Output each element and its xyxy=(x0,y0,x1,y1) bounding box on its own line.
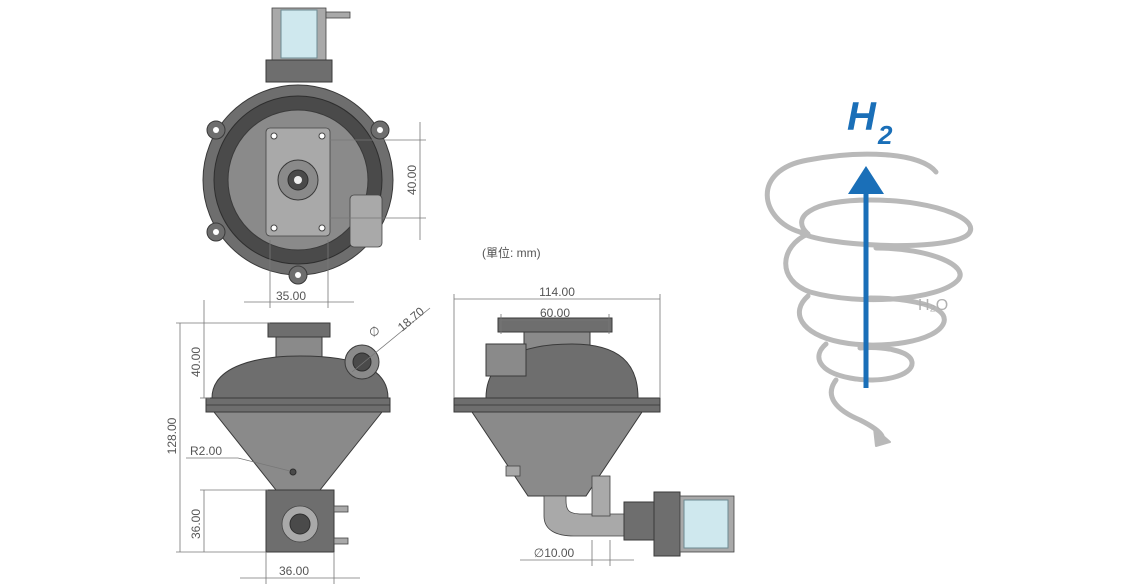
front-view-cone xyxy=(212,411,384,491)
top-view-valve xyxy=(265,7,351,83)
top-view-dim-40-label: 40.00 xyxy=(405,165,419,195)
front-view-radius-callout: R2.00 xyxy=(186,444,291,472)
h2-swirl-graphic: H 2 H₂O xyxy=(764,95,974,447)
front-view-dome xyxy=(211,355,389,399)
top-view-outlet xyxy=(349,194,383,248)
h2o-label: H₂O xyxy=(918,297,948,314)
top-view: 40.00 35.00 xyxy=(202,7,426,308)
front-view-dim-40-label: 40.00 xyxy=(189,347,203,377)
h2-arrow xyxy=(848,166,884,388)
front-view-dim-40: 40.00 xyxy=(189,300,270,399)
side-view-valve xyxy=(623,491,735,557)
top-view-dim-40: 40.00 xyxy=(330,122,426,240)
side-view: (單位: mm) 114.00 xyxy=(453,245,735,566)
front-view-dim-36-vertical: 36.00 xyxy=(189,489,268,552)
front-view-dim-36v-label: 36.00 xyxy=(189,509,203,539)
side-view-diameter-label: ∅10.00 xyxy=(534,546,575,560)
water-coil xyxy=(764,151,974,447)
radius-label: R2.00 xyxy=(190,444,222,458)
diameter-symbol: ∅ xyxy=(366,323,383,340)
side-view-dim-114: 114.00 xyxy=(453,285,661,398)
side-view-dim-114-label: 114.00 xyxy=(539,285,575,299)
front-view-dim-128: 128.00 xyxy=(165,322,266,553)
side-view-cone xyxy=(471,411,643,497)
h2-label-subscript: 2 xyxy=(877,120,893,150)
side-view-dim-diameter-10: ∅10.00 xyxy=(520,540,634,566)
h2-label-letter: H xyxy=(847,95,877,139)
front-view-dim-128-label: 128.00 xyxy=(165,417,179,454)
front-view-dim-36h-label: 36.00 xyxy=(279,564,309,578)
side-view-pipe xyxy=(543,495,629,537)
side-view-dim-60-label: 60.00 xyxy=(540,306,570,320)
diameter-value: 18.70 xyxy=(395,304,427,334)
top-view-dim-35-label: 35.00 xyxy=(276,289,306,303)
top-view-dim-35: 35.00 xyxy=(244,240,354,308)
front-view-dim-36-horizontal: 36.00 xyxy=(240,552,360,584)
unit-note: (單位: mm) xyxy=(482,245,541,260)
front-view: ∅ 18.70 40.00 128.00 R2.00 36.00 xyxy=(165,300,431,584)
side-view-dim-60: 60.00 xyxy=(500,306,610,334)
